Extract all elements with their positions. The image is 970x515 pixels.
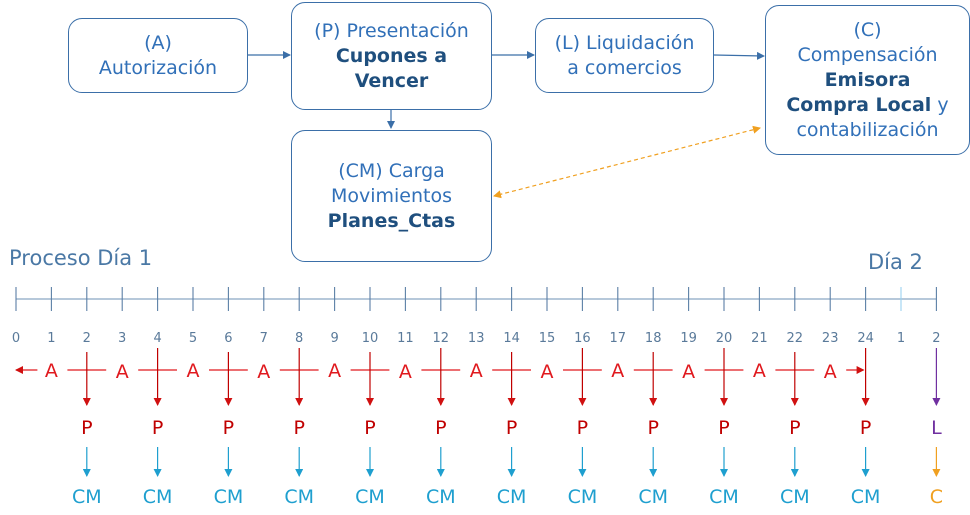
cm-label-3: CM — [284, 486, 314, 508]
p-label-6: P — [506, 417, 517, 439]
hour-label-5: 5 — [189, 331, 197, 346]
a-label-4: A — [328, 360, 341, 382]
hour-label-22: 22 — [787, 331, 804, 346]
hour-label-26: 2 — [932, 331, 940, 346]
a-label-6: A — [470, 360, 483, 382]
box-cm-line1: (CM) Carga — [338, 159, 445, 182]
p-label-3: P — [293, 417, 304, 439]
hour-label-15: 15 — [539, 331, 556, 346]
hour-label-6: 6 — [224, 331, 232, 346]
cm-label-8: CM — [638, 486, 668, 508]
hour-label-20: 20 — [716, 331, 733, 346]
box-c-line4: contabilización — [796, 118, 939, 141]
hour-label-2: 2 — [83, 331, 91, 346]
p-label-0: P — [81, 417, 92, 439]
box-cm-line2: Movimientos — [330, 184, 453, 207]
cm-label-10: CM — [780, 486, 810, 508]
hour-label-17: 17 — [610, 331, 627, 346]
box-c-bold2: Compra Local — [786, 93, 932, 116]
hour-label-23: 23 — [822, 331, 839, 346]
l-label: L — [931, 417, 942, 439]
box-presentacion: (P) Presentación Cupones a Vencer — [291, 2, 492, 110]
a-label-3: A — [257, 361, 270, 383]
hour-label-25: 1 — [897, 331, 905, 346]
a-label-9: A — [682, 361, 695, 383]
p-label-9: P — [718, 417, 729, 439]
hour-label-0: 0 — [12, 331, 20, 346]
hour-label-4: 4 — [153, 331, 161, 346]
day1-label: Proceso Día 1 — [9, 246, 153, 270]
hour-label-24: 24 — [857, 331, 874, 346]
cm-label-11: CM — [851, 486, 881, 508]
arrow-l-to-c — [713, 51, 765, 60]
hour-label-13: 13 — [468, 331, 485, 346]
box-l-line1: (L) Liquidación — [554, 31, 695, 54]
p-label-7: P — [577, 417, 588, 439]
p-label-5: P — [435, 417, 446, 439]
cm-label-9: CM — [709, 486, 739, 508]
c-label: C — [930, 486, 943, 508]
p-label-10: P — [789, 417, 800, 439]
box-a-line1: (A) — [144, 31, 172, 54]
a-label-2: A — [187, 360, 200, 382]
hour-label-12: 12 — [433, 331, 450, 346]
cm-label-2: CM — [214, 486, 244, 508]
carga-movimientos-row: CM CM CM CM CM CM CM CM CM CM CM CM — [72, 447, 880, 508]
box-p-line1: (P) Presentación — [314, 19, 469, 42]
a-label-10: A — [753, 360, 766, 382]
dashed-arrow-c-cm — [493, 125, 761, 199]
box-p-bold1: Cupones a — [335, 44, 448, 67]
cm-label-0: CM — [72, 486, 102, 508]
hour-label-10: 10 — [362, 331, 379, 346]
box-cm-bold1: Planes_Ctas — [327, 209, 456, 232]
cm-label-4: CM — [355, 486, 385, 508]
hour-label-3: 3 — [118, 331, 126, 346]
a-label-8: A — [611, 360, 624, 382]
hour-label-14: 14 — [503, 331, 520, 346]
p-label-11: P — [860, 417, 871, 439]
box-liquidacion: (L) Liquidación a comercios — [535, 18, 714, 93]
hour-label-11: 11 — [397, 331, 414, 346]
day2-row: LC — [930, 348, 943, 508]
box-p-bold2: Vencer — [354, 69, 429, 92]
hour-label-9: 9 — [330, 331, 338, 346]
box-c-line3: Compra Local y — [786, 93, 948, 118]
cm-label-1: CM — [143, 486, 173, 508]
hour-label-1: 1 — [47, 331, 55, 346]
a-label-7: A — [541, 361, 554, 383]
hour-label-18: 18 — [645, 331, 662, 346]
hour-label-16: 16 — [574, 331, 591, 346]
a-label-11: A — [824, 361, 837, 383]
cm-label-7: CM — [568, 486, 598, 508]
a-label-0: A — [45, 360, 58, 382]
box-autorizacion: (A) Autorización — [68, 18, 248, 93]
box-a-line2: Autorización — [98, 56, 218, 79]
hour-label-7: 7 — [260, 331, 268, 346]
box-c-bold1: Emisora — [824, 68, 911, 91]
box-c-line1: (C) — [853, 18, 882, 41]
box-l-line2: a comercios — [567, 56, 682, 79]
p-label-8: P — [647, 417, 658, 439]
cm-label-6: CM — [497, 486, 527, 508]
hour-label-21: 21 — [751, 331, 768, 346]
p-label-2: P — [223, 417, 234, 439]
timeline-ticks — [15, 287, 937, 311]
box-c-line2: Compensación — [797, 43, 938, 66]
a-label-1: A — [116, 361, 129, 383]
a-label-5: A — [399, 361, 412, 383]
box-carga-movimientos: (CM) Carga Movimientos Planes_Ctas — [291, 130, 492, 262]
box-c-tail: y — [931, 93, 949, 116]
box-compensacion: (C) Compensación Emisora Compra Local y … — [765, 5, 970, 155]
hour-label-8: 8 — [295, 331, 303, 346]
day2-label: Día 2 — [868, 250, 923, 274]
p-label-1: P — [152, 417, 163, 439]
hour-label-19: 19 — [680, 331, 697, 346]
p-label-4: P — [364, 417, 375, 439]
cm-label-5: CM — [426, 486, 456, 508]
